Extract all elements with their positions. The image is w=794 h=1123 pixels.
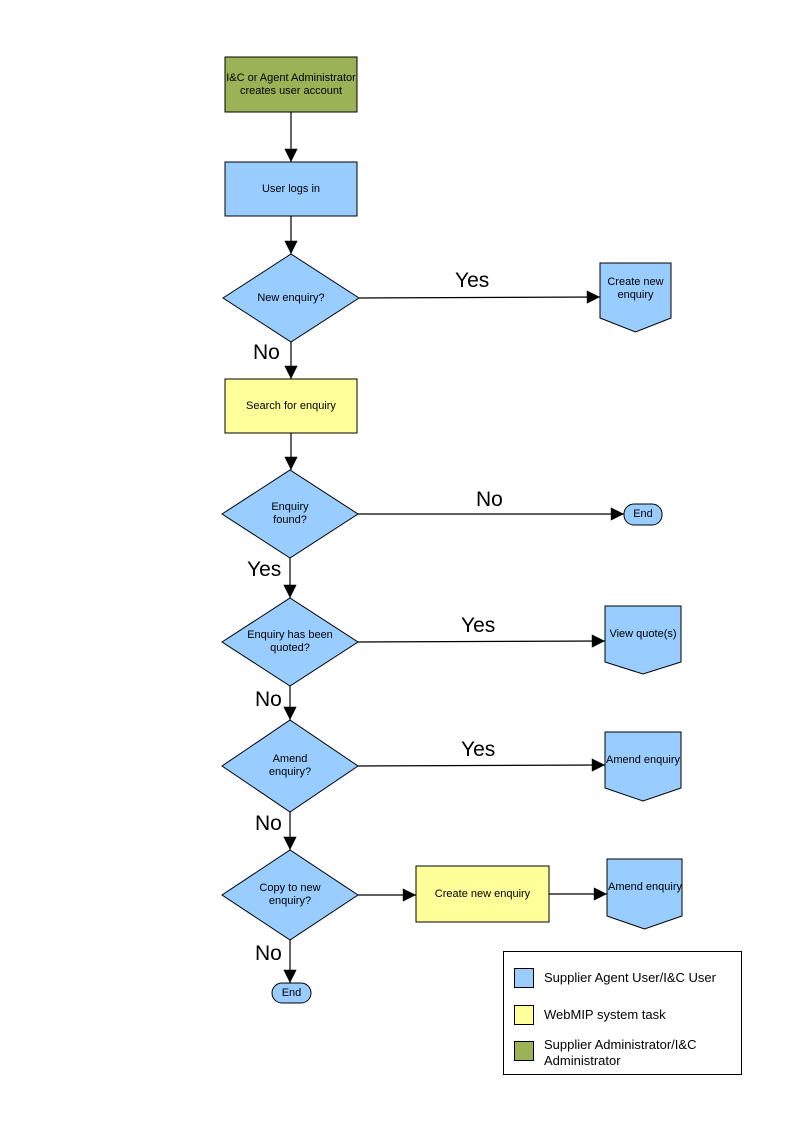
end-bottom-label: End	[281, 986, 302, 999]
user-logs-in-label: User logs in	[261, 182, 321, 195]
legend-label-user: Supplier Agent User/I&C User	[544, 970, 716, 985]
legend-label-admin: Supplier Administrator/I&C Administrator	[544, 1037, 697, 1068]
arrow-newenquiry-yes	[358, 290, 601, 304]
edge-label-found-yes: Yes	[247, 558, 282, 581]
view-quotes-pennant	[604, 605, 682, 675]
legend-swatch-user	[514, 968, 534, 988]
search-for-enquiry-label: Search for enquiry	[246, 399, 336, 412]
enquiry-found-question-label: Enquiry found?	[271, 501, 309, 526]
legend: Supplier Agent User/I&C User WebMIP syst…	[503, 951, 742, 1075]
edge-label-quoted-no: No	[255, 688, 282, 711]
legend-label-system: WebMIP system task	[544, 1007, 666, 1022]
enquiry-quoted-question-label: Enquiry has been quoted?	[247, 629, 333, 654]
edge-label-found-no: No	[476, 488, 503, 511]
end-terminator-top	[623, 503, 663, 526]
create-new-enquiry-task-label: Create new enquiry	[434, 887, 531, 900]
new-enquiry-decision	[222, 253, 360, 343]
end-top-label: End	[633, 508, 653, 520]
arrow-quoted-yes	[357, 634, 606, 648]
legend-swatch-system	[514, 1005, 534, 1025]
view-quotes-label: View quote(s)	[609, 627, 677, 640]
edge-label-amend-yes: Yes	[461, 738, 496, 761]
edge-label-copy-no: No	[255, 942, 282, 965]
edge-label-amend-no: No	[255, 812, 282, 835]
arrow-amend-yes	[357, 758, 606, 772]
amend-enquiry-decision	[221, 719, 359, 813]
enquiry-found-decision	[221, 469, 359, 559]
create-new-enquiry-label: Create new enquiry	[607, 276, 664, 301]
amend-enquiry-label-2: Amend enquiry	[608, 880, 682, 893]
admin-create-account-box	[224, 56, 358, 113]
amend-enquiry-label-1: Amend enquiry	[606, 753, 680, 766]
amend-enquiry-pennant-1	[604, 731, 682, 802]
search-for-enquiry-box	[224, 378, 358, 434]
create-new-enquiry-task-box	[415, 865, 550, 923]
amend-enquiry-question-label: Amend enquiry?	[268, 753, 312, 778]
edge-label-quoted-yes: Yes	[461, 614, 496, 637]
end-terminator-bottom	[271, 982, 312, 1004]
admin-create-account-label: I&C or Agent Administrator creates user …	[226, 71, 356, 97]
amend-enquiry-pennant-2	[606, 858, 683, 930]
copy-to-new-enquiry-question-label: Copy to new enquiry?	[259, 882, 321, 907]
create-new-enquiry-pennant	[599, 262, 672, 333]
enquiry-quoted-decision	[221, 597, 359, 687]
user-logs-in-box	[224, 161, 358, 217]
edge-label-new-enquiry-yes: Yes	[455, 269, 490, 292]
legend-swatch-admin	[514, 1041, 534, 1061]
new-enquiry-question-label: New enquiry?	[257, 291, 325, 304]
copy-to-new-enquiry-decision	[221, 849, 359, 941]
edge-label-new-enquiry-no: No	[253, 341, 280, 364]
